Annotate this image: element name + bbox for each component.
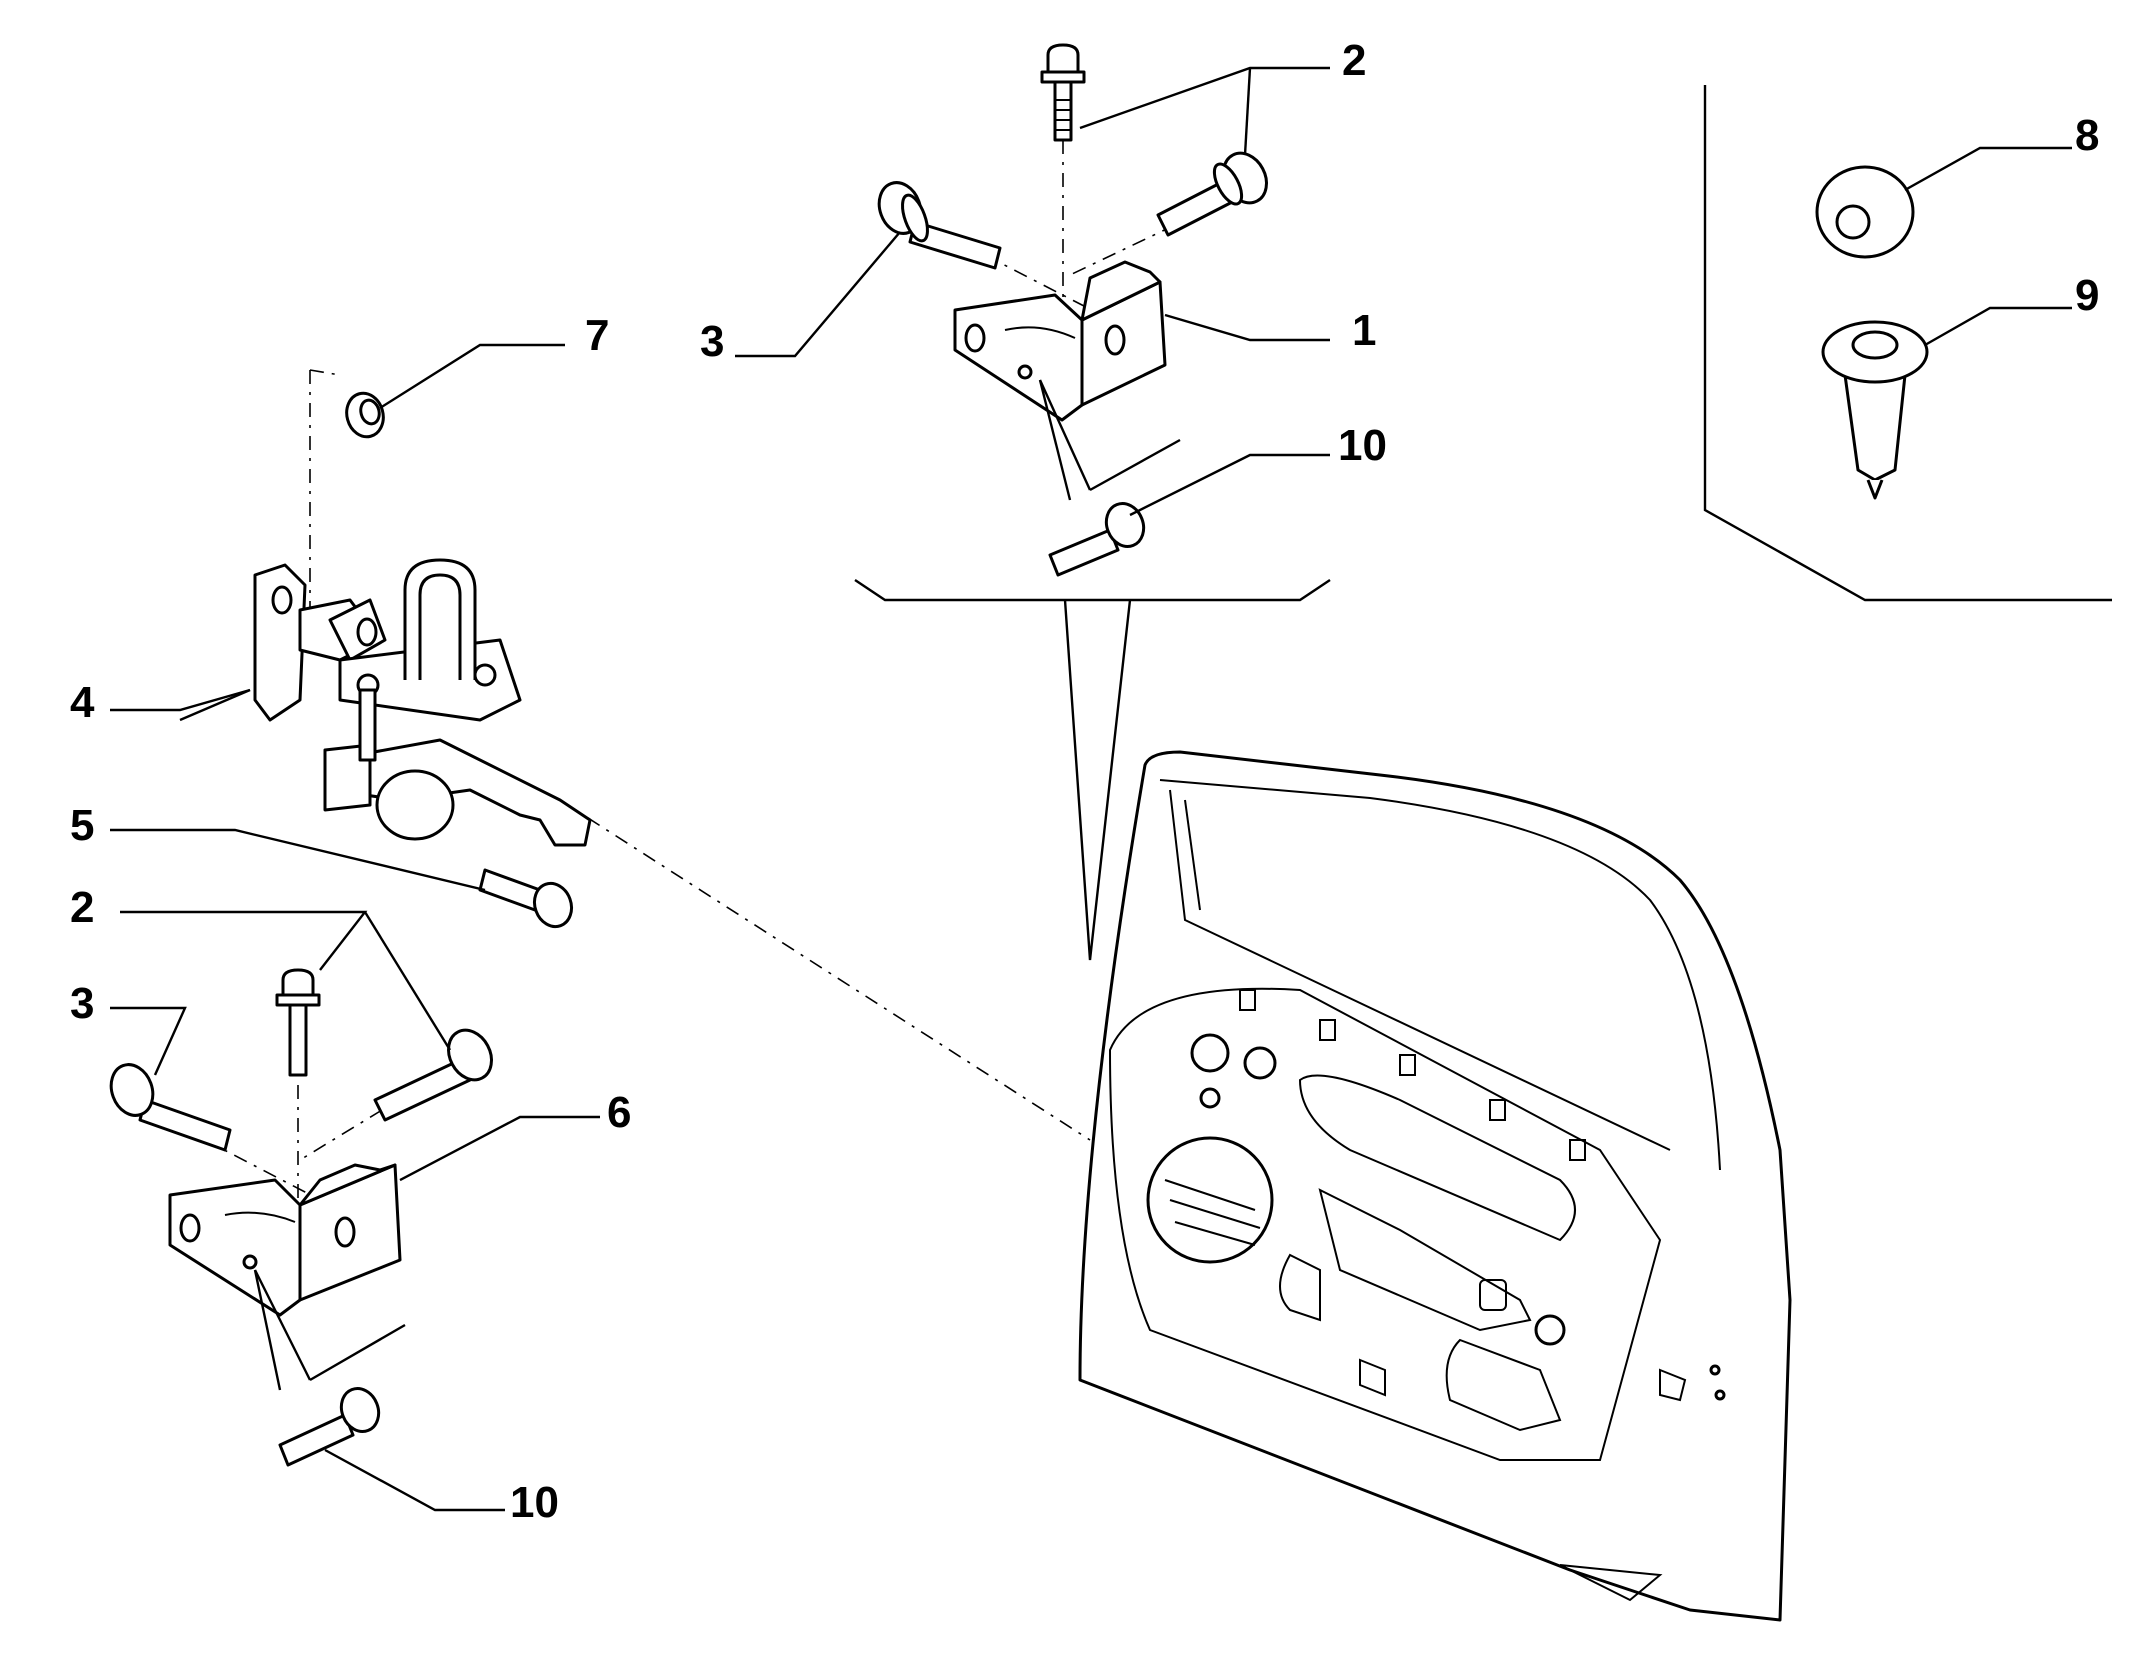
bolt-10-upper [1048,502,1146,577]
callout-9: 9 [2075,271,2099,320]
inset-frame [1703,85,2112,602]
bolt-angled-upper-left [877,181,1002,270]
washer-8 [1815,165,1915,259]
callout-8: 8 [2075,111,2099,160]
front-door-frame [1078,750,1792,1622]
callout-1: 1 [1352,306,1376,355]
callout-3-top: 3 [700,317,724,366]
upper-hinge-bracket [953,260,1181,501]
lower-hinge-bracket [168,1163,406,1391]
callout-3-lower: 3 [70,979,94,1028]
nut-7 [345,391,385,439]
callout-10-lower: 10 [510,1478,559,1527]
callout-2-lower: 2 [70,883,94,932]
door-callout-bracket [854,579,1331,961]
bolt-5 [478,868,574,929]
bolt-angled-lower-left [109,1063,232,1152]
callout-10-top: 10 [1338,421,1387,470]
callout-5: 5 [70,801,94,850]
clip-9 [1821,320,1929,500]
callout-7: 7 [585,311,609,360]
bolt-10-lower [278,1387,381,1467]
callout-2-top: 2 [1342,36,1366,85]
callout-labels: 1 2 2 3 3 4 5 6 7 8 9 10 10 [70,36,2099,1527]
central-hinge-assembly [179,558,592,847]
callout-4: 4 [70,678,95,727]
leader-lines [110,66,2072,1512]
bolt-vertical-lower [275,968,321,1077]
bolt-angled-lower-right [373,1028,493,1122]
bolt-vertical-upper [1040,43,1086,142]
callout-6: 6 [607,1088,631,1137]
bolt-angled-upper-right [1156,151,1268,237]
